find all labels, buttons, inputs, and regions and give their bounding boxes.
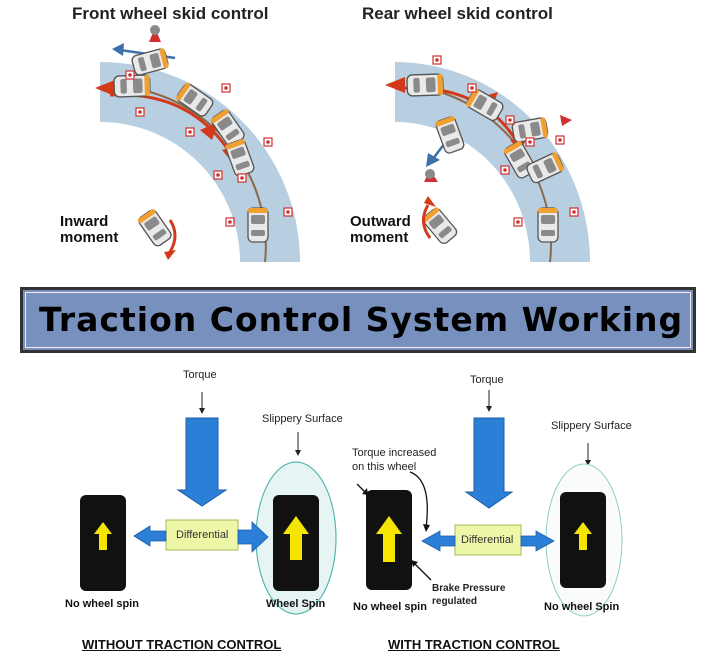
differential-label: Differential xyxy=(176,529,229,541)
inward-moment-label: Inward moment xyxy=(60,214,118,246)
moment-line: moment xyxy=(350,229,409,246)
slippery-surface-label: Slippery Surface xyxy=(262,413,343,425)
outward-moment-label: Outward moment xyxy=(350,214,411,246)
banner-title: Traction Control System Working xyxy=(39,300,684,339)
cone-icon xyxy=(149,25,161,42)
rear-wheel-title: Rear wheel skid control xyxy=(362,4,553,23)
annotation-line: on this wheel xyxy=(352,461,417,473)
torque-label: Torque xyxy=(470,374,504,386)
without-tc-diagram xyxy=(80,392,337,615)
torque-increased-label: Torque increased on this wheel xyxy=(352,446,436,474)
annotation-line: Torque increased xyxy=(352,447,437,459)
with-tc-diagram xyxy=(356,390,623,617)
moment-line: moment xyxy=(60,229,119,246)
car-icon xyxy=(420,196,460,247)
right-wheel-label: Wheel Spin xyxy=(266,598,326,610)
moment-line: Outward xyxy=(350,213,411,230)
differential-label: Differential xyxy=(461,534,514,546)
with-tc-caption: WITH TRACTION CONTROL xyxy=(388,637,560,652)
left-wheel-label: No wheel spin xyxy=(65,598,139,610)
right-wheel-label: No wheel Spin xyxy=(544,601,620,613)
car-icon xyxy=(136,207,177,260)
front-wheel-title: Front wheel skid control xyxy=(72,4,269,23)
brake-pressure-label: Brake Pressure regulated xyxy=(432,582,505,608)
annotation-line: regulated xyxy=(432,596,478,607)
moment-line: Inward xyxy=(60,213,109,230)
annotation-line: Brake Pressure xyxy=(432,583,506,594)
left-wheel-label: No wheel spin xyxy=(353,601,427,613)
torque-label: Torque xyxy=(183,369,217,381)
without-tc-caption: WITHOUT TRACTION CONTROL xyxy=(82,637,282,652)
cone-icon xyxy=(424,115,572,182)
slippery-surface-label: Slippery Surface xyxy=(551,420,632,432)
title-banner: Traction Control System Working xyxy=(20,287,696,353)
